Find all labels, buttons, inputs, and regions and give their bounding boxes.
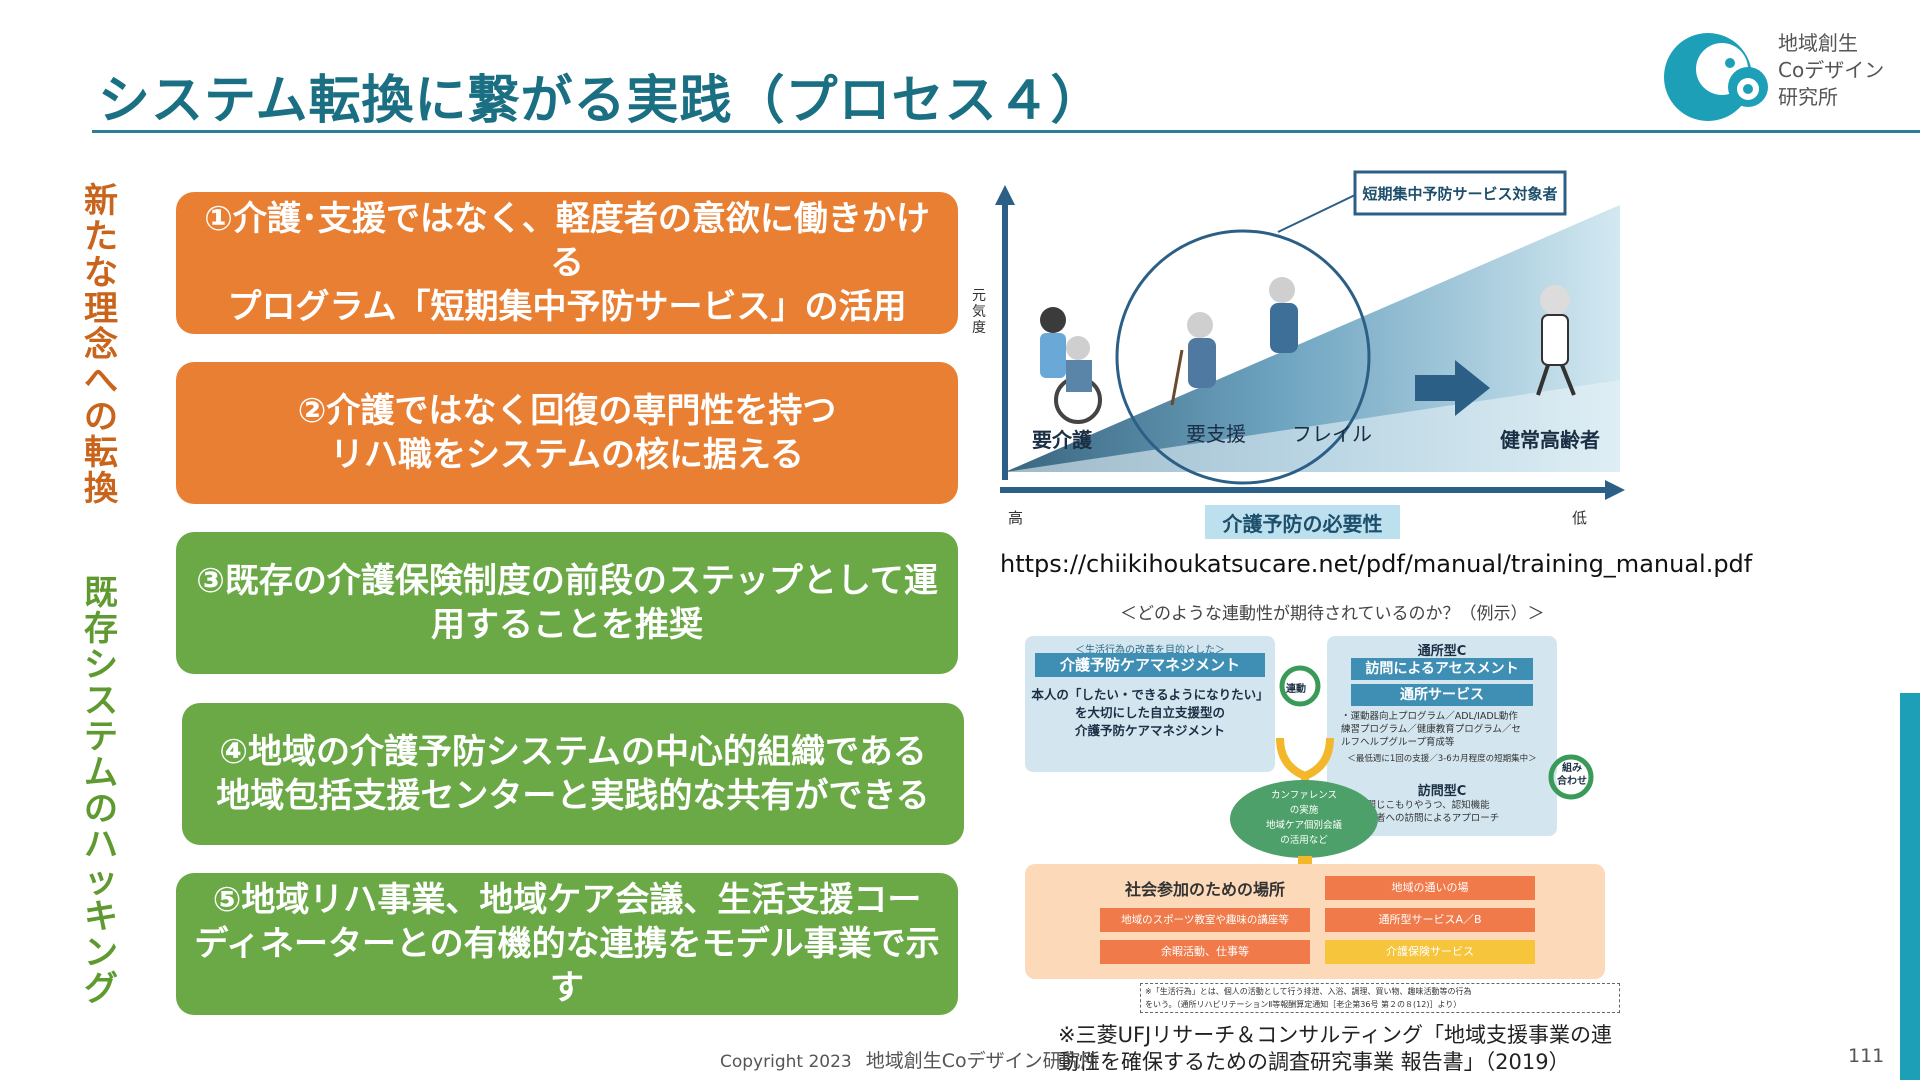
side-label-new-philosophy: 新たな理念への転換	[84, 181, 118, 509]
care-management-small: ＜生活行為の改善を目的とした＞	[1075, 645, 1225, 656]
healthy-elderly-icon	[1536, 285, 1576, 396]
x-axis-low-label: 低	[1572, 509, 1588, 527]
social-item-sports: 地域のスポーツ教室や趣味の講座等	[1100, 908, 1310, 932]
social-item-service-ab: 通所型サービスA／B	[1325, 908, 1535, 932]
linkage-heading: ＜どのような連動性が期待されているのか？（例示）＞	[1120, 604, 1545, 624]
care-management-body: 本人の「したい・できるようになりたい」 を大切にした自立支援型の 介護予防ケアマ…	[1031, 687, 1269, 738]
x-axis-label: 介護予防の必要性	[1222, 512, 1383, 536]
combine-arrows-icon	[1548, 754, 1594, 800]
logo-text: 地域創生 Coデザイン 研究所	[1778, 31, 1885, 109]
copyright-text: Copyright 2023	[720, 1052, 852, 1072]
type-c-title: 通所型C	[1417, 644, 1467, 659]
combine-label: 組み 合わせ	[1557, 763, 1587, 787]
care-management-box: ＜生活行為の改善を目的とした＞ 介護予防ケアマネジメント 本人の「したい・できる…	[1025, 636, 1275, 772]
frail-elderly-icon	[1269, 277, 1298, 353]
logo-icon	[1664, 33, 1768, 121]
care-management-title: 介護予防ケアマネジメント	[1035, 653, 1265, 677]
wheelchair-icon	[1054, 336, 1102, 424]
elderly-with-cane-icon	[1170, 312, 1216, 406]
stage-label-frail: フレイル	[1292, 422, 1372, 446]
x-axis-high-label: 高	[1008, 509, 1024, 527]
page-number: 111	[1848, 1045, 1885, 1067]
linkage-footnote: ※「生活行為」とは、個人の活動として行う排泄、入浴、調理、買い物、趣味活動等の行…	[1140, 983, 1620, 1013]
link-label: 連動	[1286, 684, 1306, 695]
copyright: Copyright 2023 地域創生Coデザイン研究所	[720, 1046, 1100, 1073]
y-axis-label: 元気度	[972, 288, 986, 336]
service-period: ＜最低週に1回の支援／3-6カ月程度の短期集中＞	[1347, 754, 1537, 764]
conference-ellipse: カンファレンス の実施 地域ケア個別会議 の活用など	[1230, 780, 1378, 858]
caregiver-figure-icon	[1040, 307, 1066, 378]
link-arrows-icon	[1279, 665, 1321, 707]
process-box-5: ⑤地域リハ事業、地域ケア会議、生活支援コー ディネーターとの有機的な連携をモデル…	[176, 873, 958, 1015]
social-title: 社会参加のための場所	[1125, 880, 1286, 899]
stage-label-care: 要介護	[1032, 428, 1092, 452]
social-participation-box: 社会参加のための場所 地域の通いの場 地域のスポーツ教室や趣味の講座等 通所型サ…	[1025, 864, 1605, 979]
stage-label-healthy: 健常高齢者	[1500, 428, 1600, 452]
page-title: システム転換に繋がる実践（プロセス４）	[98, 71, 1104, 131]
social-item-insurance: 介護保険サービス	[1325, 940, 1535, 964]
process-box-4: ④地域の介護予防システムの中心的組織である 地域包括支援センターと実践的な共有が…	[182, 703, 964, 845]
social-item-gathering: 地域の通いの場	[1325, 876, 1535, 900]
conference-text: カンファレンス の実施 地域ケア個別会議 の活用など	[1265, 790, 1342, 846]
process-box-1: ①介護･支援ではなく、軽度者の意欲に働きかける プログラム「短期集中予防サービス…	[176, 192, 958, 334]
social-item-leisure: 余暇活動、仕事等	[1100, 940, 1310, 964]
prevention-target-diagram	[995, 170, 1625, 539]
assessment-label: 訪問によるアセスメント	[1351, 658, 1533, 680]
source-url: https://chiikihoukatsucare.net/pdf/manua…	[1000, 550, 1753, 578]
visit-c-desc: ・閉じこもりやうつ、認知機能 低下者への訪問によるアプローチ	[1357, 800, 1500, 824]
service-label: 通所サービス	[1351, 684, 1533, 706]
side-accent-bar	[1900, 693, 1920, 1080]
service-desc: ・運動器向上プログラム／ADL/IADL動作 練習プログラム／健康教育プログラム…	[1341, 711, 1521, 748]
citation: ※三菱UFJリサーチ＆コンサルティング「地域支援事業の連 動性を確保するための調…	[1058, 1023, 1612, 1074]
process-box-3: ③既存の介護保険制度の前段のステップとして運 用することを推奨	[176, 532, 958, 674]
stage-label-support: 要支援	[1186, 422, 1246, 446]
side-label-system-hacking: 既存システムのハッキング	[84, 573, 118, 1009]
process-box-2: ②介護ではなく回復の専門性を持つ リハ職をシステムの核に据える	[176, 362, 958, 504]
copyright-org: 地域創生Coデザイン研究所	[865, 1050, 1100, 1072]
visit-c-title: 訪問型C	[1417, 784, 1467, 799]
title-underline	[92, 130, 1920, 133]
target-label: 短期集中予防サービス対象者	[1362, 185, 1558, 203]
